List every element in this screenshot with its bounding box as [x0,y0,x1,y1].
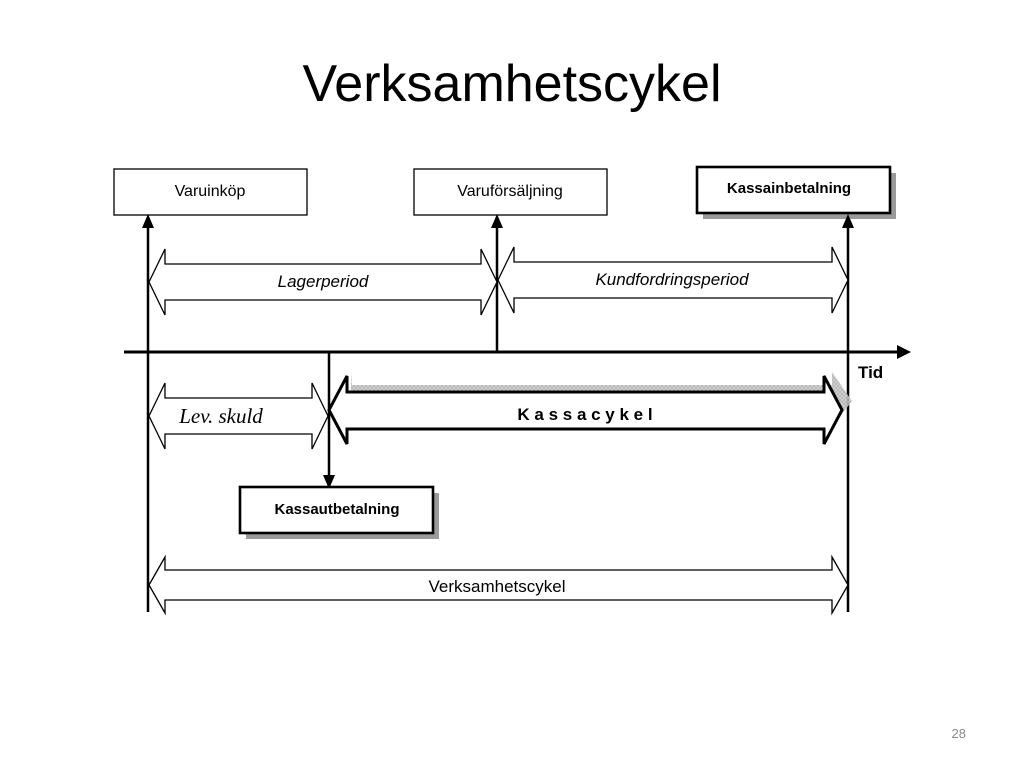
receivables-period-label: Kundfordringsperiod [595,270,749,289]
purchase-event-box: Varuinköp [113,168,308,216]
operating-cycle-label: Verksamhetscykel [429,577,566,596]
time-axis: Tid [124,345,911,382]
payables-period-arrow: Lev. skuld [148,382,329,450]
time-axis-label: Tid [858,363,883,382]
operating-cycle-arrow: Verksamhetscykel [148,554,849,616]
page-number: 28 [951,726,966,741]
cash-in-event-box: Kassainbetalning [695,165,896,219]
cash-cycle-label: K a s s a c y k e l [517,405,652,424]
slide-title: Verksamhetscykel [302,55,722,113]
sale-event-box: Varuförsäljning [413,168,608,216]
cash-out-event-box: Kassautbetalning [238,485,439,539]
event-arrowheads [142,214,854,489]
cash-out-event-label: Kassautbetalning [274,501,399,518]
cash-in-event-label: Kassainbetalning [727,180,851,197]
sale-event-label: Varuförsäljning [457,183,563,200]
event-lines [146,226,850,612]
purchase-event-label: Varuinköp [175,183,246,200]
receivables-period-arrow: Kundfordringsperiod [497,246,849,314]
cash-cycle-arrow: K a s s a c y k e l [327,372,852,445]
payables-period-label: Lev. skuld [178,404,263,428]
inventory-period-label: Lagerperiod [278,272,369,291]
inventory-period-arrow: Lagerperiod [148,248,498,316]
